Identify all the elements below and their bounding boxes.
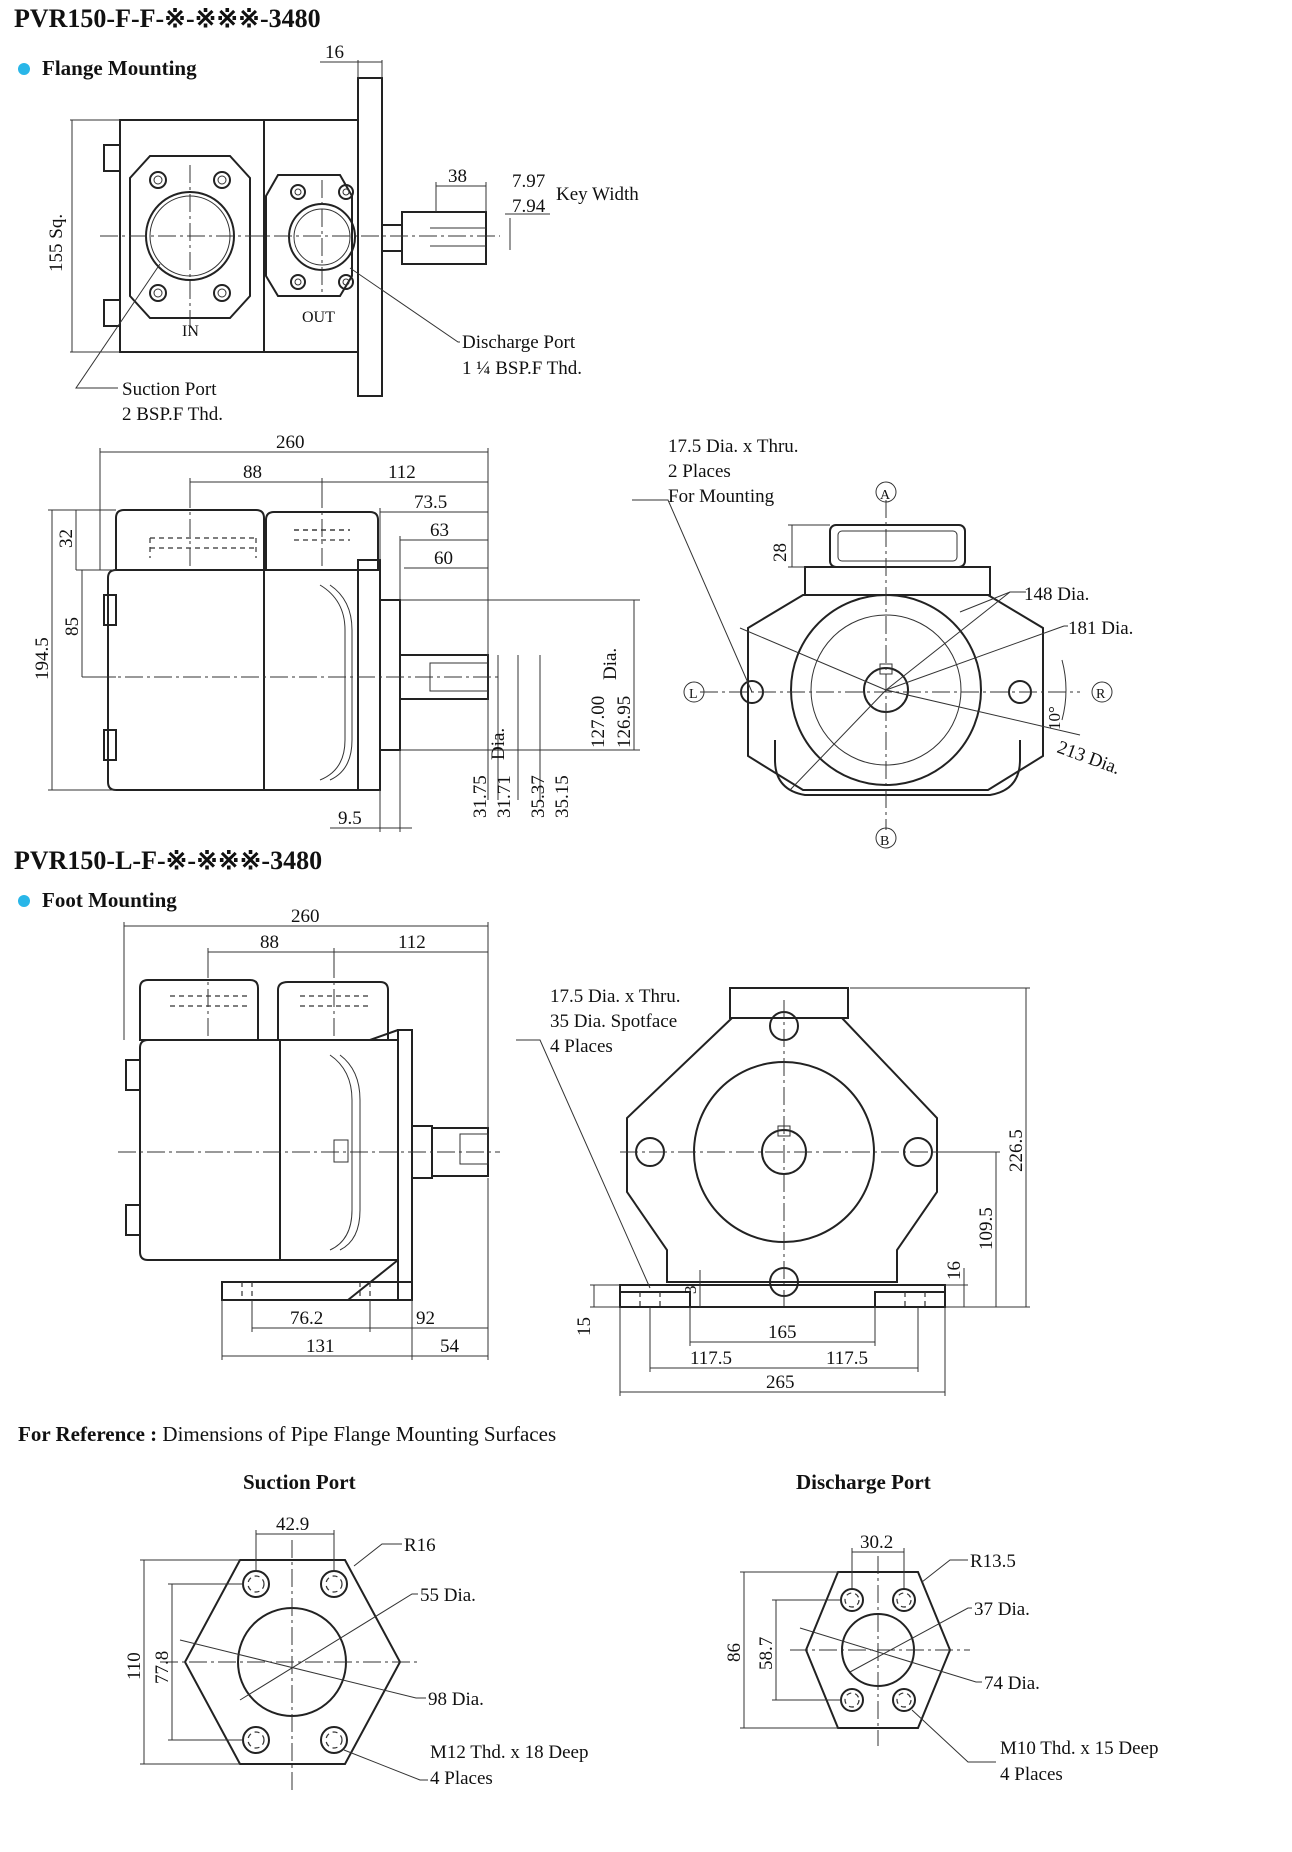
reference-heading: For Reference : Dimensions of Pipe Flang… [18, 1422, 556, 1447]
dim-155-sq: 155 Sq. [46, 214, 67, 272]
discharge-port-label: Discharge Port [462, 332, 576, 353]
foot-dim-226-5: 226.5 [1006, 1129, 1027, 1172]
foot-dim-3: 3 [681, 1286, 700, 1295]
dim-9-5: 9.5 [338, 808, 362, 829]
dim-28: 28 [770, 543, 791, 562]
foot-model-title: PVR150-L-F-※-※※※-3480 [14, 846, 323, 875]
foot-dim-16: 16 [944, 1261, 965, 1280]
dim-194-5: 194.5 [32, 637, 53, 680]
dim-127-00: 127.00 [588, 696, 609, 748]
key-width-label: Key Width [556, 184, 639, 205]
foot-dim-112: 112 [398, 932, 426, 953]
dim-shaft-dia: Dia. [488, 728, 509, 760]
dim-16: 16 [325, 42, 344, 63]
foot-mounting-heading: Foot Mounting [42, 888, 177, 912]
marker-b: B [880, 834, 889, 849]
discharge-thread-count: 4 Places [1000, 1764, 1063, 1785]
suction-port-drawing: 42.9 R16 55 Dia. 98 Dia. M12 Thd. x 18 D… [124, 1514, 589, 1790]
foot-hole-count: 4 Places [550, 1036, 613, 1057]
mounting-hole-count: 2 Places [668, 461, 731, 482]
mounting-hole-purpose: For Mounting [668, 486, 775, 507]
dim-181-dia: 181 Dia. [1068, 618, 1133, 639]
mounting-hole-spec: 17.5 Dia. x Thru. [668, 436, 799, 457]
dim-213-dia: 213 Dia. [1054, 737, 1123, 779]
dim-60: 60 [434, 548, 453, 569]
in-label: IN [182, 323, 199, 340]
suction-port-thread: 2 BSP.F Thd. [122, 404, 223, 425]
reference-bold: For Reference : [18, 1422, 158, 1446]
suction-thread-count: 4 Places [430, 1768, 493, 1789]
dim-88: 88 [243, 462, 262, 483]
suction-dim-r16: R16 [404, 1535, 436, 1556]
discharge-dim-74-dia: 74 Dia. [984, 1673, 1040, 1694]
foot-dim-117-5-left: 117.5 [690, 1348, 732, 1369]
out-label: OUT [302, 309, 335, 326]
flange-mounting-heading: Flange Mounting [42, 56, 197, 80]
key-width-max: 7.97 [512, 171, 545, 192]
marker-a: A [880, 488, 891, 503]
foot-dim-131: 131 [306, 1336, 335, 1357]
foot-bullet-icon [18, 894, 30, 912]
flange-end-view: A B L R 148 Dia. 181 Dia. 213 Dia. 10° 1… [632, 436, 1133, 849]
foot-hole-spec: 17.5 Dia. x Thru. [550, 986, 681, 1007]
dim-35-15: 35.15 [552, 775, 573, 818]
dim-126-95: 126.95 [614, 696, 635, 748]
marker-r: R [1096, 687, 1106, 702]
flange-front-view: 155 Sq. 16 38 7.97 7.94 Key Width IN OUT… [46, 42, 639, 425]
suction-port-label: Suction Port [122, 379, 217, 400]
foot-side-view: 260 88 112 76.2 92 131 54 [118, 906, 500, 1360]
foot-dim-54: 54 [440, 1336, 460, 1357]
discharge-dim-58-7: 58.7 [756, 1637, 777, 1670]
dim-35-37: 35.37 [528, 775, 549, 818]
suction-dim-98-dia: 98 Dia. [428, 1689, 484, 1710]
dim-63: 63 [430, 520, 449, 541]
foot-hole-spotface: 35 Dia. Spotface [550, 1011, 677, 1032]
foot-end-view: 17.5 Dia. x Thru. 35 Dia. Spotface 4 Pla… [516, 986, 1030, 1396]
dim-148-dia: 148 Dia. [1024, 584, 1089, 605]
foot-dim-265: 265 [766, 1372, 795, 1393]
discharge-port-thread: 1 ¼ BSP.F Thd. [462, 358, 582, 379]
suction-thread-spec: M12 Thd. x 18 Deep [430, 1742, 589, 1763]
foot-dim-15: 15 [574, 1317, 595, 1336]
foot-dim-88: 88 [260, 932, 279, 953]
dim-38: 38 [448, 166, 467, 187]
foot-dim-109-5: 109.5 [976, 1207, 997, 1250]
reference-text: Dimensions of Pipe Flange Mounting Surfa… [162, 1422, 557, 1446]
flange-bullet-icon [18, 62, 30, 80]
dim-pilot-dia: Dia. [600, 648, 621, 680]
suction-port-heading: Suction Port [243, 1470, 356, 1494]
foot-dim-117-5-right: 117.5 [826, 1348, 868, 1369]
dim-260: 260 [276, 432, 305, 453]
key-width-min: 7.94 [512, 196, 546, 217]
suction-dim-55-dia: 55 Dia. [420, 1585, 476, 1606]
suction-dim-42-9: 42.9 [276, 1514, 309, 1535]
foot-dim-76-2: 76.2 [290, 1308, 323, 1329]
discharge-port-drawing: 30.2 R13.5 37 Dia. 74 Dia. M10 Thd. x 15… [724, 1532, 1159, 1785]
dim-10-deg: 10° [1045, 706, 1064, 730]
suction-dim-77-8: 77.8 [152, 1651, 173, 1684]
foot-dim-165: 165 [768, 1322, 797, 1343]
dim-31-75: 31.75 [470, 775, 491, 818]
dim-85: 85 [62, 617, 83, 636]
discharge-dim-37-dia: 37 Dia. [974, 1599, 1030, 1620]
flange-model-title: PVR150-F-F-※-※※※-3480 [14, 4, 321, 33]
discharge-dim-r13-5: R13.5 [970, 1551, 1016, 1572]
flange-side-view: 260 88 112 73.5 63 60 194.5 32 85 9.5 31… [32, 432, 640, 832]
dim-112: 112 [388, 462, 416, 483]
discharge-port-heading: Discharge Port [796, 1470, 931, 1494]
dim-32: 32 [56, 529, 77, 548]
foot-dim-92: 92 [416, 1308, 435, 1329]
dim-31-71: 31.71 [494, 775, 515, 818]
discharge-dim-86: 86 [724, 1643, 745, 1662]
foot-dim-260: 260 [291, 906, 320, 927]
suction-dim-110: 110 [124, 1652, 145, 1680]
dim-73-5: 73.5 [414, 492, 447, 513]
marker-l: L [689, 687, 698, 702]
discharge-thread-spec: M10 Thd. x 15 Deep [1000, 1738, 1159, 1759]
discharge-dim-30-2: 30.2 [860, 1532, 893, 1553]
